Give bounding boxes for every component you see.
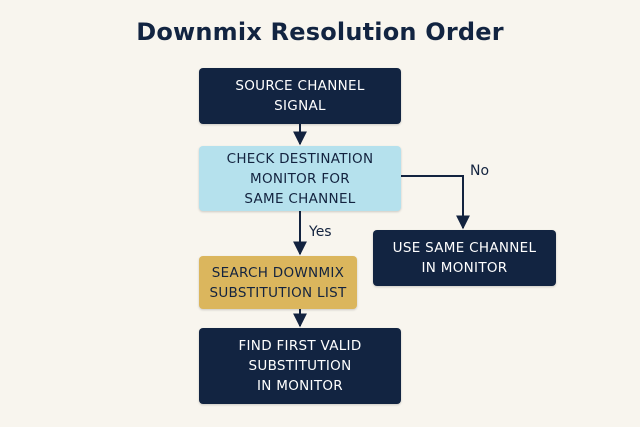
arrow-check-to-same-no bbox=[401, 175, 470, 230]
node-use-same-channel: USE SAME CHANNEL IN MONITOR bbox=[373, 230, 556, 286]
node-search-downmix-list: SEARCH DOWNMIX SUBSTITUTION LIST bbox=[199, 256, 357, 309]
node-find-first-valid-substitution: FIND FIRST VALID SUBSTITUTION IN MONITOR bbox=[199, 328, 401, 404]
edge-label-no: No bbox=[470, 163, 490, 179]
edge-label-yes: Yes bbox=[309, 224, 332, 240]
node-source-channel-signal: SOURCE CHANNEL SIGNAL bbox=[199, 68, 401, 124]
node-check-destination-monitor: CHECK DESTINATION MONITOR FOR SAME CHANN… bbox=[199, 146, 401, 211]
diagram-title: Downmix Resolution Order bbox=[136, 18, 504, 46]
